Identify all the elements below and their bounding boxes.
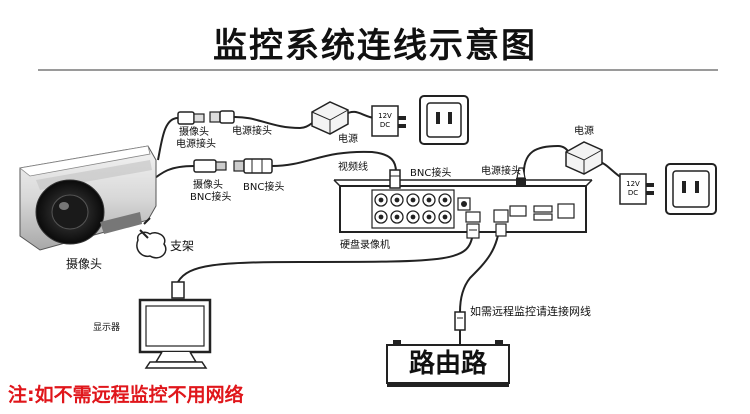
bnc-connector-top-label: BNC接头: [243, 182, 285, 193]
video-cable-label: 视频线: [338, 162, 368, 173]
network-cable-label: 如需远程监控请连接网线: [470, 305, 591, 318]
dvr-bnc-plug: [389, 169, 401, 189]
title-divider: [38, 69, 718, 71]
power-supply-left-label: 电源: [338, 134, 358, 145]
wall-socket-right: [665, 163, 717, 215]
bnc-port-pin: [442, 197, 448, 203]
camera-power-lead: [157, 117, 179, 161]
footnote: 注:如不需远程监控不用网络: [8, 384, 244, 406]
bnc-connector-top: [233, 158, 273, 174]
monitor-vga-plug: [171, 281, 185, 299]
dvr-label: 硬盘录像机: [340, 240, 390, 251]
camera-video-lead: [149, 165, 195, 183]
dvr-power-connector-label: 电源接头: [481, 166, 521, 177]
voltage-label-left: 12V: [378, 112, 392, 120]
power-connector: [209, 110, 235, 124]
lan-port: [493, 209, 509, 223]
camera-bnc-connector: [193, 159, 227, 173]
monitor: [138, 281, 212, 369]
camera-bnc-connector-label-line1: 摄像头: [193, 180, 223, 191]
bnc-port-pin: [394, 214, 400, 220]
router: [386, 340, 510, 387]
camera-power-connector-label-line2: 电源接头: [176, 139, 216, 150]
diagram-title: 监控系统连线示意图: [213, 26, 537, 66]
power-switch: [557, 203, 575, 219]
camera-power-connector-label-line1: 摄像头: [179, 127, 209, 138]
camera-label: 摄像头: [66, 257, 103, 271]
dvr-power-plug: [516, 167, 526, 179]
camera-bnc-connector-label: 摄像头 BNC接头: [190, 180, 232, 204]
power-adapter-left: [311, 101, 349, 135]
dvr-rear-ports: [457, 178, 575, 223]
bracket-label: 支架: [170, 239, 195, 253]
router-label: 路由路: [408, 349, 487, 379]
video-cable: [271, 150, 397, 173]
bnc-port-pin: [378, 197, 384, 203]
voltage-label-right: 12V: [626, 180, 640, 188]
bnc-port-pin: [426, 197, 432, 203]
bnc-port-pin: [426, 214, 432, 220]
bnc-port-pin: [394, 197, 400, 203]
vga-plug: [466, 223, 480, 239]
dc-label-right: DC: [628, 189, 638, 197]
bnc-port-pin: [410, 197, 416, 203]
vga-port: [465, 211, 481, 223]
vga-cable: [177, 231, 474, 283]
camera-bnc-connector-label-line2: BNC接头: [190, 192, 232, 203]
dvr-bnc-ports: [374, 193, 452, 224]
power-adapter-right: [565, 141, 603, 175]
wall-plug-right: 12V DC: [619, 173, 654, 205]
bnc-connector-dvr-label: BNC接头: [410, 168, 452, 179]
bnc-port-pin: [442, 214, 448, 220]
dc-label-left: DC: [380, 121, 390, 129]
power-supply-right-label: 电源: [574, 126, 594, 137]
wall-plug-left: 12V DC: [371, 105, 406, 137]
monitor-label: 显示器: [93, 323, 121, 333]
camera-power-connector: [177, 111, 205, 125]
camera: [19, 145, 167, 259]
network-cable: [459, 221, 501, 313]
camera-power-connector-label: 摄像头 电源接头: [176, 127, 216, 151]
bnc-port-pin: [410, 214, 416, 220]
dvr-power-cable: [522, 144, 573, 179]
wall-socket-left: [419, 95, 469, 145]
power-connector-label: 电源接头: [232, 126, 272, 137]
rj45-plug: [454, 223, 507, 331]
bnc-port-pin: [378, 214, 384, 220]
adapter-cable-left: [345, 110, 375, 119]
